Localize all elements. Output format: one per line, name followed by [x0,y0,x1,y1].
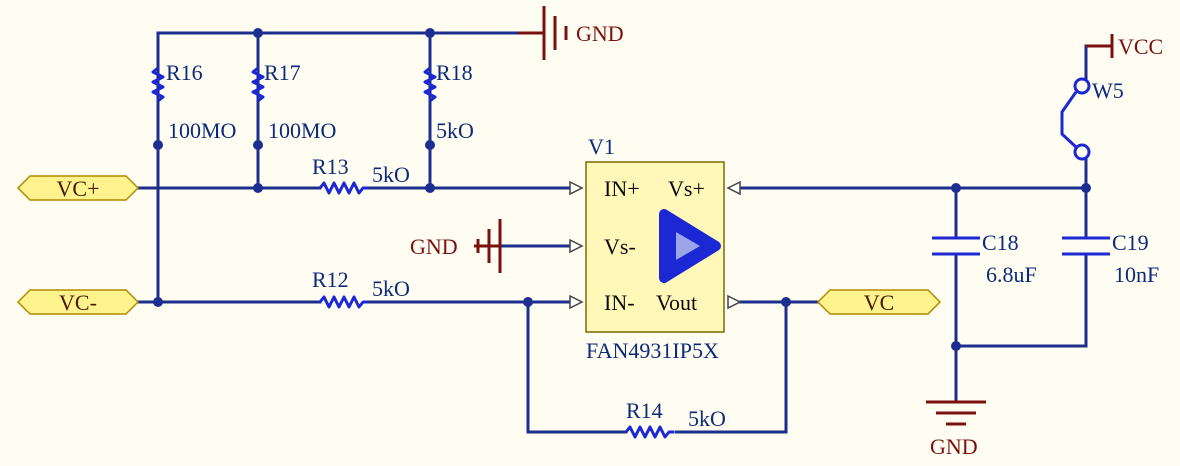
r18-value: 5kO [436,118,474,143]
c18-ref: C18 [982,230,1019,255]
pin-vs-minus-arrow [569,238,584,254]
c19-ref: C19 [1112,230,1149,255]
r17-ref: R17 [264,60,301,85]
gnd-symbol-left: GND [410,219,502,273]
resistor-r17: R17 100MO [251,60,336,143]
c18-value: 6.8uF [986,262,1037,287]
r18-ref: R18 [436,60,473,85]
r14-ref: R14 [626,398,663,423]
port-vc-minus: VC- [16,289,140,315]
pin-vout-arrow [727,294,742,310]
r14-value: 5kO [688,406,726,431]
ic-ref: V1 [588,134,615,159]
resistor-r18: R18 5kO [423,60,474,143]
resistor-r14: R14 5kO [624,398,726,439]
resistor-r13: R13 5kO [312,154,410,195]
resistor-r12: R12 5kO [312,267,410,309]
pin-in-plus-label: IN+ [604,176,640,201]
vcc-label: VCC [1118,34,1163,59]
gnd-top-label: GND [576,21,624,46]
port-vc-out: VC [816,289,942,315]
resistor-r16: R16 100MO [151,60,236,143]
port-vc-out-label: VC [864,290,895,315]
gnd-symbol-top: GND [518,6,624,60]
r13-ref: R13 [312,154,349,179]
r12-value: 5kO [372,276,410,301]
pin-vs-minus-label: Vs- [604,234,636,259]
gnd-bottom-label: GND [930,434,978,459]
port-vc-plus-label: VC+ [57,176,100,201]
pin-in-minus-label: IN- [604,290,635,315]
r17-value: 100MO [268,118,336,143]
opamp-triangle-icon [659,209,721,283]
pin-vs-plus-arrow [726,180,741,196]
r12-ref: R12 [312,267,349,292]
ic-v1: V1 IN+ Vs- IN- Vs+ Vout FAN4931IP5X [569,134,742,363]
capacitor-c19: C19 10nF [1062,230,1159,287]
junction-dots [153,28,1091,351]
gnd-left-label: GND [410,234,458,259]
pin-in-plus-arrow [569,180,584,196]
pin-vout-label: Vout [656,290,697,315]
port-vc-plus: VC+ [16,175,140,201]
c19-value: 10nF [1114,262,1159,287]
r16-ref: R16 [166,60,203,85]
pin-vs-plus-label: Vs+ [668,176,705,201]
pin-in-minus-arrow [569,294,584,310]
r16-value: 100MO [168,118,236,143]
vcc-symbol: VCC [1086,34,1163,59]
w5-ref: W5 [1092,78,1124,103]
port-vc-minus-label: VC- [59,290,97,315]
wires [136,31,1088,434]
ic-part-number: FAN4931IP5X [586,338,719,363]
r13-value: 5kO [372,162,410,187]
jumper-w5: W5 [1060,44,1124,161]
capacitor-c18: C18 6.8uF [932,230,1037,287]
gnd-symbol-bottom: GND [926,400,986,459]
